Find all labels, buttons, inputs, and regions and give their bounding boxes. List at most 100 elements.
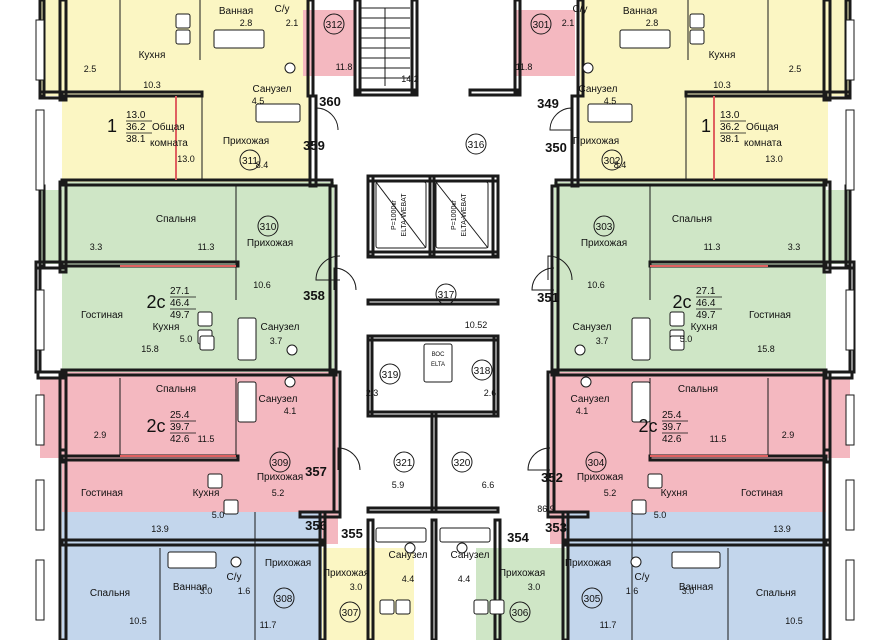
room-area: 6.6 <box>482 480 495 490</box>
window <box>845 394 855 446</box>
room-area: 2.5 <box>84 64 97 74</box>
room-area: 4.5 <box>252 96 265 106</box>
room-area: 10.6 <box>253 280 271 290</box>
elevator-shaft <box>423 343 453 383</box>
room-area: 2.9 <box>94 430 107 440</box>
elevator-cross <box>435 181 489 249</box>
wall <box>554 178 828 187</box>
room-area: 1.6 <box>238 586 251 596</box>
room-label: Спальня <box>756 588 796 599</box>
apartment-number: 316 <box>468 140 485 151</box>
room-label: Санузел <box>253 84 292 95</box>
stove <box>473 599 489 615</box>
room-label: Санузел <box>261 322 300 333</box>
window <box>845 109 855 191</box>
door-number: 351 <box>537 290 559 305</box>
room-label: Прихожая <box>323 568 369 579</box>
apartment-number-circle <box>471 359 493 381</box>
wall <box>366 506 500 514</box>
room-area: 3.0 <box>200 586 213 596</box>
room-area: 2.8 <box>240 18 253 28</box>
room-label: Кухня <box>661 488 688 499</box>
apartment-number-circle <box>339 601 361 623</box>
wall <box>822 538 832 640</box>
wall <box>366 334 374 418</box>
room-area: 2.3 <box>366 388 379 398</box>
room-area: 3.0 <box>350 582 363 592</box>
room-area: 14.2 <box>401 74 419 84</box>
wall <box>430 410 438 514</box>
wall <box>366 174 375 258</box>
apartment-number-circle <box>530 13 552 35</box>
apartment-area-total: 46.4 <box>170 298 190 309</box>
wall <box>822 448 832 547</box>
stove <box>669 311 685 327</box>
room-area: 5.0 <box>212 510 225 520</box>
wall <box>410 0 419 94</box>
door-number: 350 <box>545 140 567 155</box>
wall <box>493 518 502 640</box>
apartment-number-circle <box>393 451 415 473</box>
apartment-number: 304 <box>588 458 605 469</box>
room-area: 3.0 <box>528 582 541 592</box>
wall <box>576 0 585 98</box>
window <box>845 559 855 621</box>
window <box>35 394 45 446</box>
room-label: Кухня <box>691 322 718 333</box>
room-area: 11.3 <box>704 242 721 252</box>
wall <box>60 90 204 98</box>
apartment-area-living: 13.0 <box>126 110 146 121</box>
bathtub <box>671 551 721 569</box>
bathtub <box>255 103 301 123</box>
toilet <box>286 344 298 356</box>
toilet <box>284 376 296 388</box>
window <box>845 19 855 81</box>
room-area: 13.0 <box>177 154 195 164</box>
apartment-number-circle <box>257 215 279 237</box>
apartment-number: 318 <box>474 366 491 377</box>
stove <box>199 335 215 351</box>
apartment-rooms: 2с <box>146 292 165 312</box>
door-number: 359 <box>303 138 325 153</box>
bathtub <box>631 317 651 361</box>
apartment-caption: Общая <box>746 121 779 133</box>
room-area: 5.0 <box>654 510 667 520</box>
window <box>35 289 45 351</box>
apartment-caption: Общая <box>152 121 185 133</box>
room-label: Кухня <box>193 488 220 499</box>
toilet <box>284 62 296 74</box>
elevator-label: ВОС <box>432 352 445 358</box>
room-label: Ванная <box>679 582 713 593</box>
apartment-area-with-loggia: 42.6 <box>662 434 682 445</box>
unit-302-living-fill <box>666 96 806 182</box>
window <box>35 19 45 81</box>
wall <box>353 0 362 94</box>
apartment-area-total: 36.2 <box>720 122 740 133</box>
apartment-number-circle <box>601 149 623 171</box>
room-label: Спальня <box>90 588 130 599</box>
apartment-rooms: 2с <box>638 416 657 436</box>
elevator-label: ELTA-WEBAT <box>461 193 468 237</box>
room-label: Санузел <box>571 394 610 405</box>
room-label: Прихожая <box>223 136 269 147</box>
toilet <box>230 556 242 568</box>
room-area: 2.9 <box>782 430 795 440</box>
apartment-caption: комната <box>150 138 188 149</box>
door-number: 358 <box>303 288 325 303</box>
wall <box>492 334 500 418</box>
bathtub <box>213 29 265 49</box>
door-swing <box>547 255 573 281</box>
apartment-area-living: 27.1 <box>696 286 716 297</box>
room-area: 11.3 <box>198 242 215 252</box>
bathtub <box>619 29 671 49</box>
wall <box>570 94 580 188</box>
window <box>35 479 45 531</box>
door-swing <box>315 107 339 131</box>
stove <box>175 29 191 45</box>
room-area: 2.5 <box>789 64 802 74</box>
wall <box>564 538 828 547</box>
apartment-area-living: 13.0 <box>720 110 740 121</box>
apartment-number-circle <box>323 13 345 35</box>
room-label: Прихожая <box>581 238 627 249</box>
room-label: Санузел <box>579 84 618 95</box>
